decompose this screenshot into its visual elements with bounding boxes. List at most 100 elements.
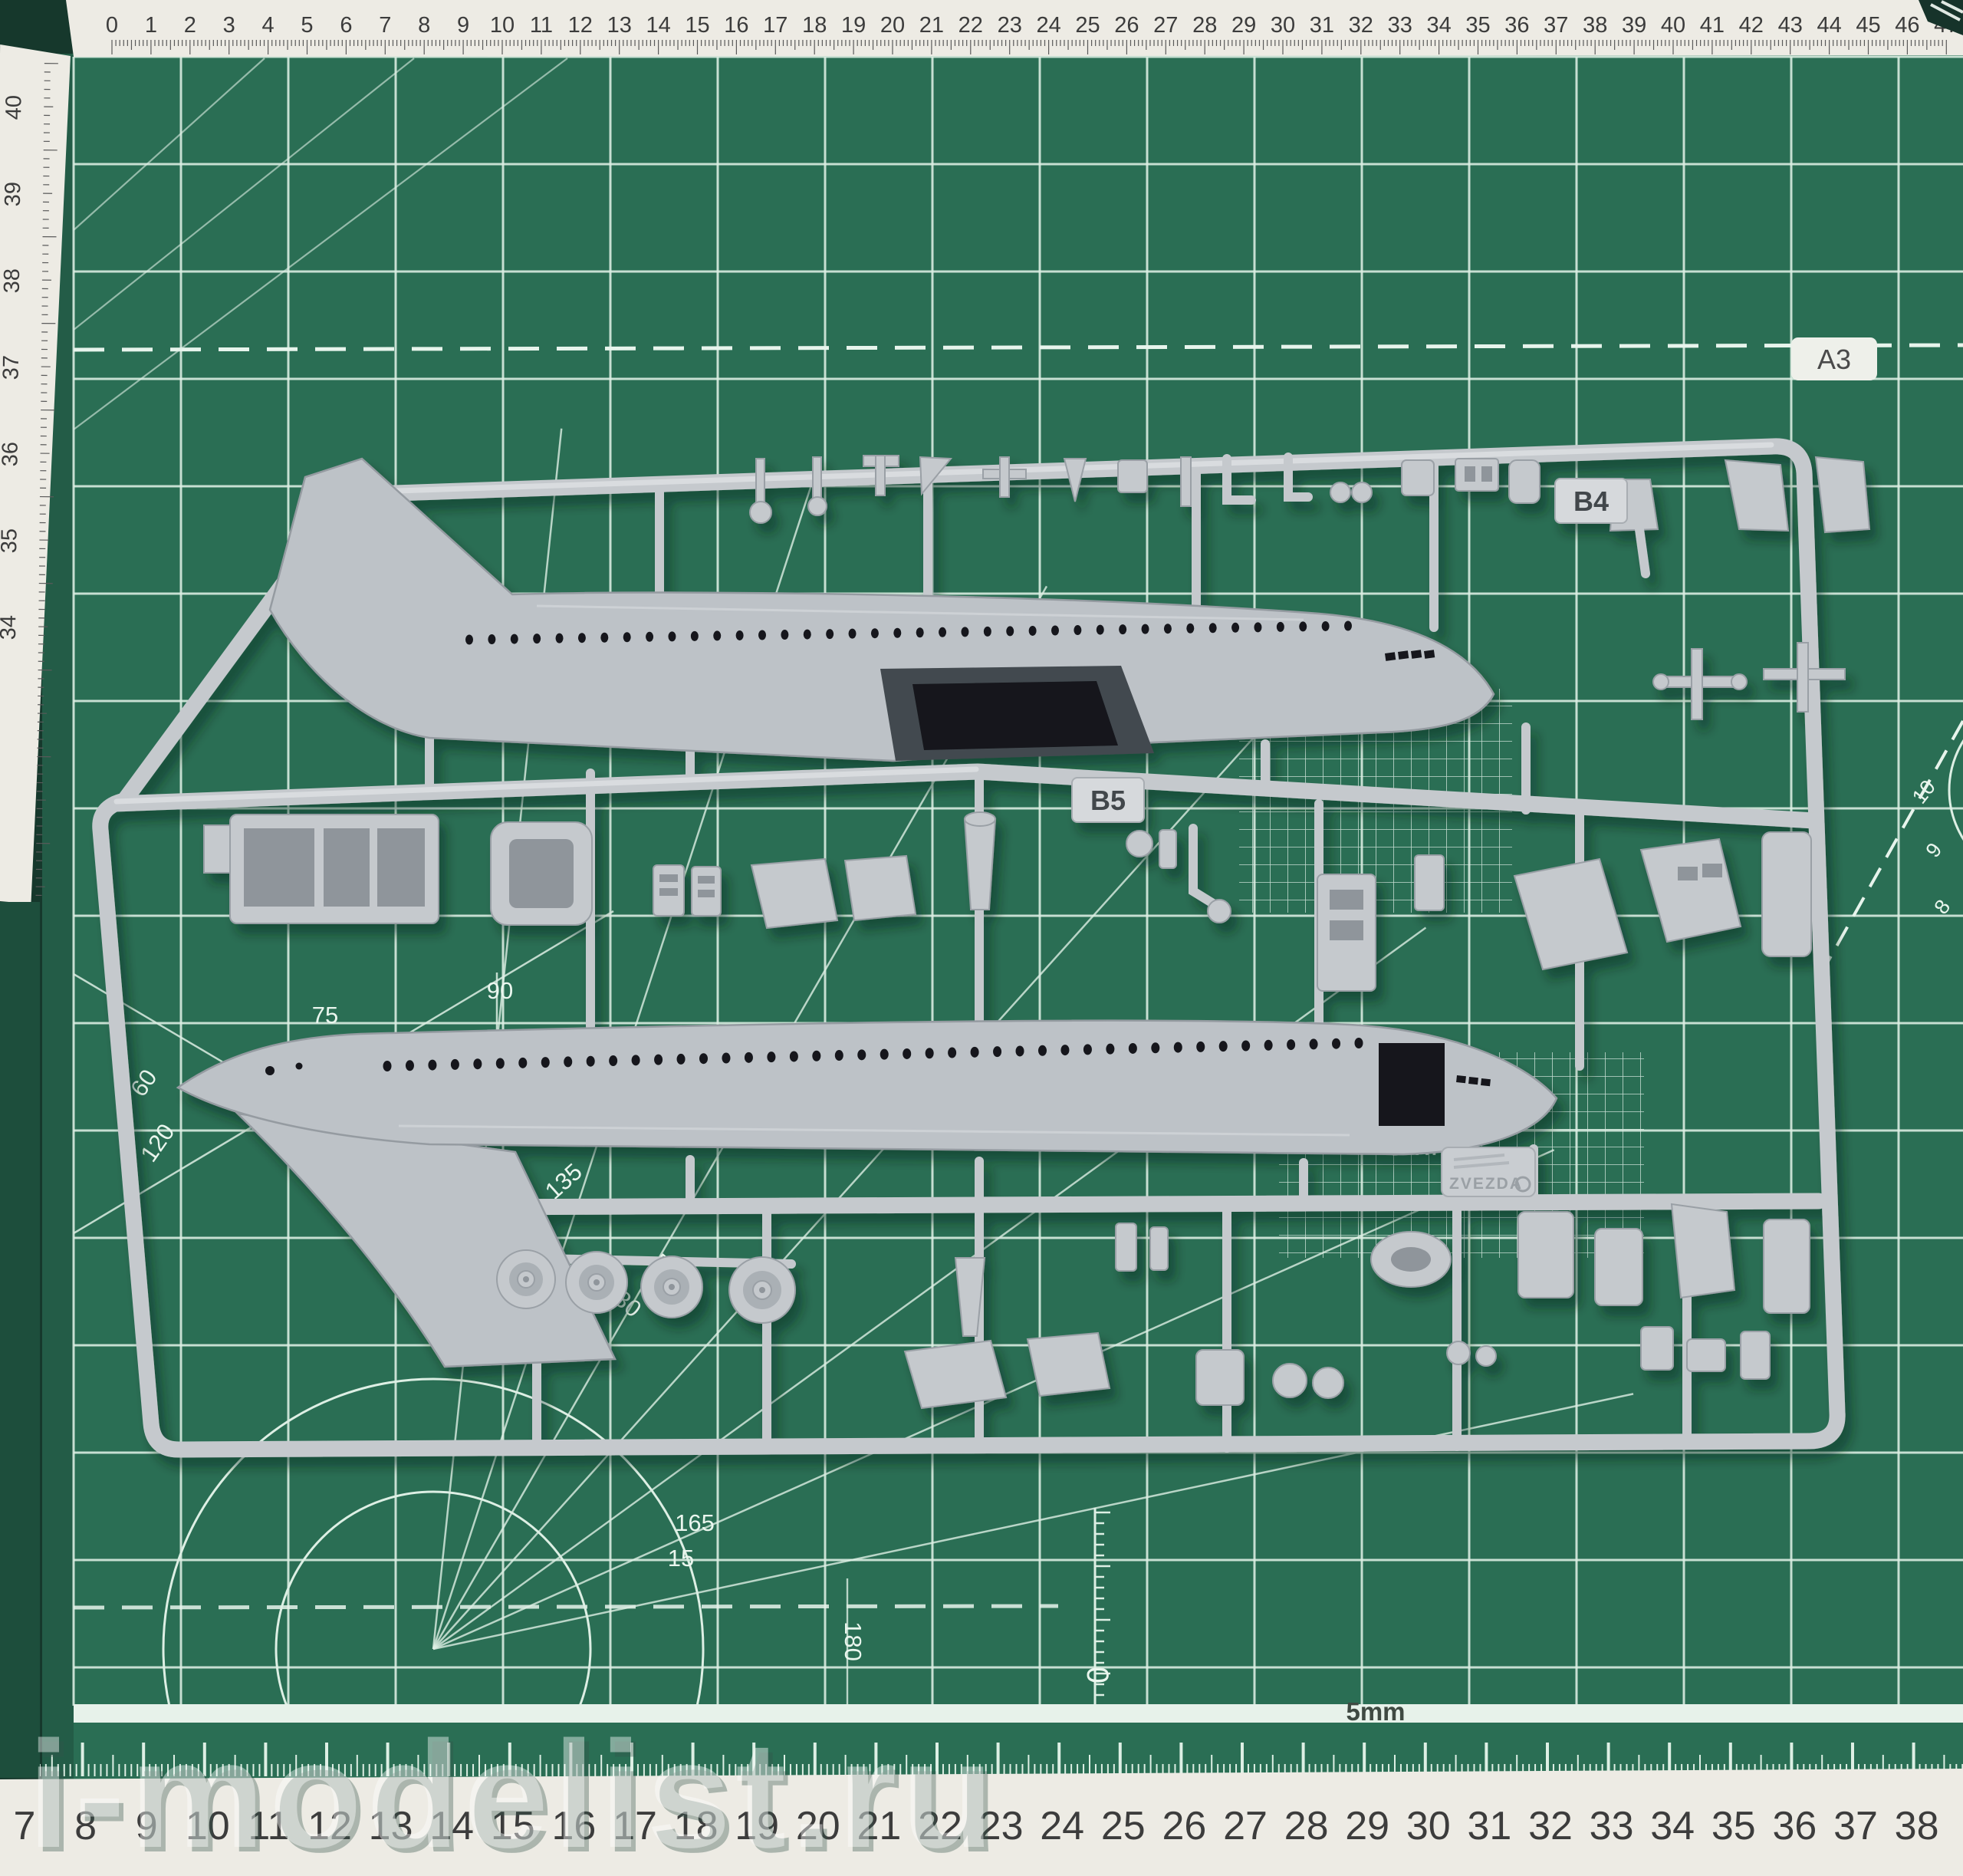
passenger-window [781,630,789,640]
top-ruler-number: 8 [418,13,430,38]
passenger-window [646,631,654,642]
part-tag-b4-label: B4 [1573,485,1609,517]
passenger-windows-bottom [383,1038,1363,1071]
top-ruler-number: 28 [1192,13,1217,38]
top-ruler-ticks [111,40,1947,54]
angle-label: 0 [1080,1667,1114,1683]
passenger-window [1141,624,1149,634]
passenger-window [1060,1045,1070,1056]
passenger-window [555,633,564,643]
bottom-ruler-number: 28 [1284,1804,1329,1848]
passenger-window [1119,624,1127,635]
a3-sheet-tab: A3 [1791,337,1877,380]
passenger-window [428,1059,437,1071]
passenger-window [713,630,722,641]
bottom-ruler-number: 13 [369,1804,413,1848]
wheel [496,1249,556,1309]
passenger-window [1096,624,1104,635]
bottom-ruler-number: 30 [1406,1804,1451,1848]
passenger-window [577,633,586,643]
bottom-ruler-number: 29 [1345,1804,1389,1848]
bottom-ruler-number: 7 [14,1804,36,1848]
top-ruler-number: 18 [802,13,827,38]
top-ruler-number: 10 [490,13,515,38]
passenger-window [1196,1041,1205,1052]
passenger-window [623,632,631,643]
angle-label: 165 [675,1509,715,1536]
passenger-window [699,1053,709,1065]
passenger-window [405,1060,414,1071]
passenger-window [893,627,902,638]
top-ruler-number: 34 [1426,13,1451,38]
passenger-window [834,1050,843,1061]
coarse-grid-label: 5mm [1346,1697,1405,1726]
a3-sheet-label: A3 [1817,344,1851,375]
top-ruler-number: 21 [919,13,944,38]
passenger-window [1208,623,1217,634]
passenger-window [600,632,609,643]
left-ruler-number: 40 [2,95,26,120]
sprue: B4 B5 ZVEZDA [92,438,1871,1458]
passenger-window [1241,1040,1251,1052]
passenger-window [609,1055,618,1067]
bottom-ruler-number: 37 [1833,1804,1878,1848]
passenger-window [925,1048,934,1059]
bottom-ruler-number: 35 [1711,1804,1756,1848]
left-ruler-number: 39 [1,182,25,207]
top-ruler-number: 36 [1504,13,1529,38]
bottom-ruler-number: 27 [1223,1804,1268,1848]
fuselage-half-top [268,457,1495,762]
passenger-window [465,634,473,645]
passenger-window [857,1049,866,1061]
bottom-ruler-number: 26 [1162,1804,1206,1848]
passenger-window [533,634,541,644]
top-ruler-number: 0 [106,13,118,38]
passenger-window [880,1048,889,1060]
bottom-grid-band: 5mm [74,1697,1963,1726]
brand-tag-label: ZVEZDA [1449,1175,1523,1193]
passenger-window [690,630,699,641]
top-ruler-number: 27 [1153,13,1178,38]
top-ruler-number: 6 [340,13,352,38]
passenger-window [1218,1041,1228,1052]
passenger-window [1321,620,1330,631]
protractor-ray [432,736,1255,1650]
watermark: i-modelist.ru i-modelist.ru [28,1710,998,1876]
passenger-window [826,629,834,640]
passenger-window [961,627,969,637]
part-tag-b5-label: B5 [1090,785,1126,816]
small-parts-middle-row [203,811,1812,992]
passenger-window [848,628,857,639]
passenger-window [518,1057,528,1068]
passenger-window [983,626,991,637]
bottom-ruler-number: 38 [1895,1804,1939,1848]
top-ruler-number: 4 [262,13,275,38]
left-ruler-number: 36 [0,442,23,467]
angle-label: 75 [312,1002,338,1029]
top-ruler-number: 44 [1817,13,1841,38]
top-ruler-number: 29 [1231,13,1256,38]
passenger-window [1106,1043,1115,1055]
passenger-window [1299,621,1307,632]
passenger-window [1186,623,1195,634]
top-ruler-number: 9 [457,13,469,38]
passenger-window [1332,1038,1341,1049]
bottom-ruler-number: 24 [1040,1804,1084,1848]
passenger-window [488,634,496,645]
small-parts-bottom-row [496,1203,1810,1410]
passenger-window [541,1057,550,1068]
vertical-scale-ticks [1095,1511,1110,1697]
top-ruler-number: 12 [568,13,593,38]
bottom-ruler-number: 31 [1467,1804,1511,1848]
top-ruler-number: 1 [145,13,157,38]
top-ruler-number: 14 [646,13,670,38]
top-ruler-number: 40 [1661,13,1685,38]
passenger-window [812,1050,821,1061]
